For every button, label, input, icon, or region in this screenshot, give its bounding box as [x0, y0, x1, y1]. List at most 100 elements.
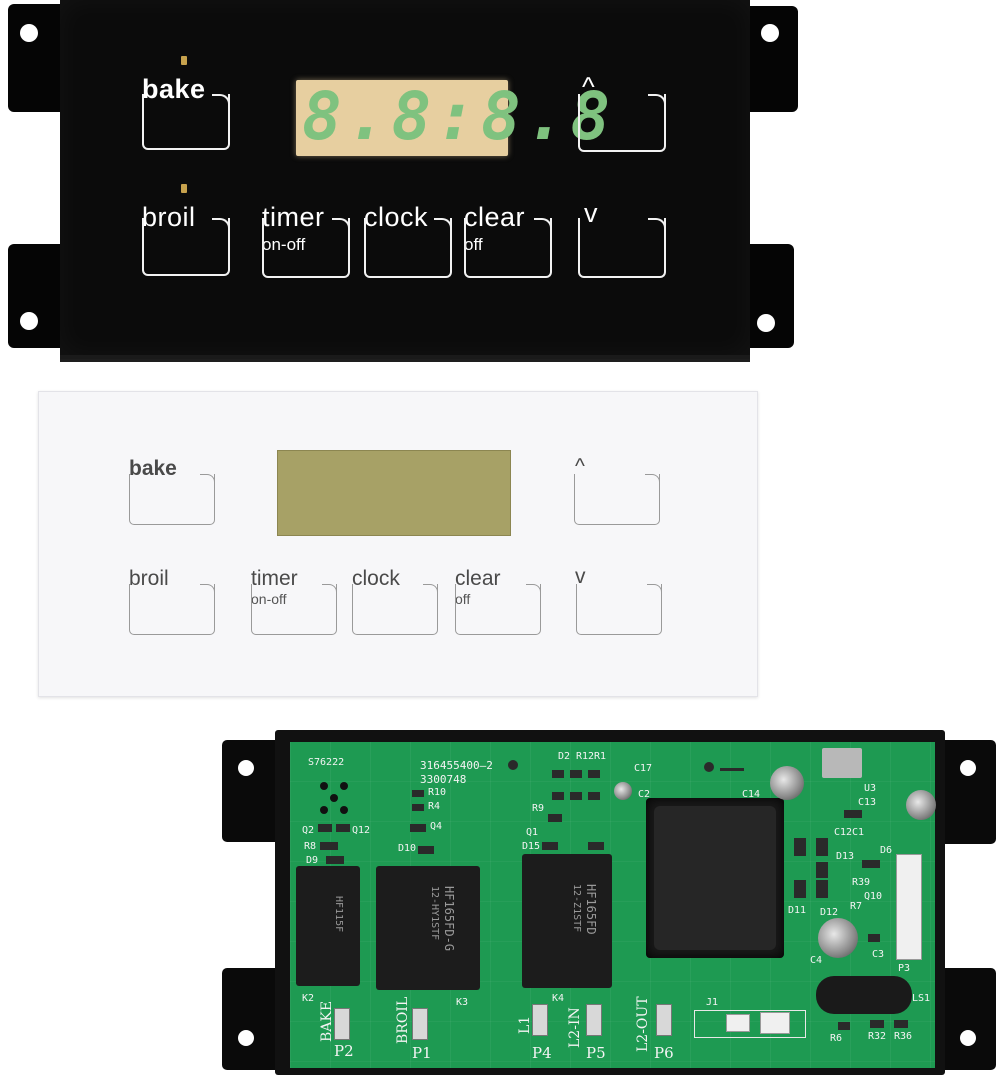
ref-r7: R7	[850, 901, 863, 912]
buzzer-grille	[318, 782, 354, 818]
ref-c17: C17	[634, 763, 653, 774]
terminal-l1[interactable]	[532, 1004, 548, 1036]
ref-c4: C4	[810, 955, 823, 966]
smd-component	[412, 790, 424, 797]
up-button[interactable]	[578, 94, 666, 152]
capacitor-c2	[614, 782, 632, 800]
overlay-up-button[interactable]	[574, 474, 660, 525]
overlay-broil-label: broil	[129, 567, 169, 590]
ref-q2: Q2	[302, 825, 315, 836]
ref-k2: K2	[302, 993, 315, 1004]
terminal-bake-label: BAKE	[319, 1000, 335, 1042]
connector-j1-outline	[694, 1010, 806, 1038]
smd-component	[588, 842, 604, 850]
smd-component	[868, 934, 880, 942]
overlay-timer-label: timer	[251, 567, 298, 590]
ref-r9: R9	[532, 803, 545, 814]
buzzer-ls1	[816, 976, 912, 1014]
pcb-board: S76222 316455400–2 3300748 Q2 Q12 R8 D9 …	[290, 742, 936, 1068]
smd-component	[862, 860, 880, 868]
ref-c3: C3	[872, 949, 885, 960]
down-arrow-label: v	[584, 198, 598, 228]
smd-component	[894, 1020, 908, 1028]
bake-label: bake	[142, 74, 206, 104]
ref-d6: D6	[880, 845, 893, 856]
ref-r6: R6	[830, 1033, 843, 1044]
terminal-broil-label: BROIL	[395, 996, 411, 1044]
ref-r39: R39	[852, 877, 871, 888]
smd-component	[552, 792, 564, 800]
smd-component	[410, 824, 426, 832]
smd-component	[336, 824, 350, 832]
smd-component	[838, 1022, 850, 1030]
smd-component	[542, 842, 558, 850]
timer-label: timer	[262, 202, 325, 232]
ref-d13: D13	[836, 851, 855, 862]
transformer	[646, 798, 784, 958]
ref-k3: K3	[456, 997, 469, 1008]
ref-q1: Q1	[526, 827, 539, 838]
smd-component	[320, 842, 338, 850]
smd-component	[326, 856, 344, 864]
ref-d10: D10	[398, 843, 417, 854]
via	[704, 762, 714, 772]
connector-j1	[726, 1014, 750, 1032]
terminal-bake[interactable]	[334, 1008, 350, 1040]
overlay-bake-button[interactable]	[129, 474, 215, 525]
smd-component	[816, 880, 828, 898]
terminal-l2in[interactable]	[586, 1004, 602, 1036]
mounting-hole	[960, 760, 976, 776]
terminal-l1-pin: P4	[532, 1044, 552, 1062]
ref-q12: Q12	[352, 825, 371, 836]
part-number: 316455400–2	[420, 759, 493, 772]
smd-component	[870, 1020, 884, 1028]
terminal-broil[interactable]	[412, 1008, 428, 1040]
smd-component	[418, 846, 434, 854]
bake-button[interactable]	[142, 94, 230, 150]
black-control-panel: bake 8.8:8.8 ^ broil timer on-off clock …	[60, 0, 750, 355]
smd-component	[794, 838, 806, 856]
ref-r36: R36	[894, 1031, 913, 1042]
ref-c13: C13	[858, 797, 877, 808]
clock-button[interactable]	[364, 218, 452, 278]
smd-component	[794, 880, 806, 898]
overlay-clear-button[interactable]	[455, 584, 541, 635]
ref-q4: Q4	[430, 821, 443, 832]
overlay-down-button[interactable]	[576, 584, 662, 635]
broil-label: broil	[142, 202, 196, 232]
overlay-timer-button[interactable]	[251, 584, 337, 635]
overlay-clock-button[interactable]	[352, 584, 438, 635]
relay-k3-model: HF165FD-G	[442, 886, 456, 952]
timer-sublabel: on-off	[262, 235, 306, 254]
smd-component	[570, 770, 582, 778]
terminal-l2out[interactable]	[656, 1004, 672, 1036]
clear-label: clear	[464, 202, 526, 232]
smd-component	[552, 770, 564, 778]
ref-u3: U3	[864, 783, 877, 794]
relay-k2: HF115F	[296, 866, 360, 986]
ref-r32: R32	[868, 1031, 887, 1042]
up-arrow-label: ^	[582, 72, 596, 102]
down-button[interactable]	[578, 218, 666, 278]
ref-d9: D9	[306, 855, 319, 866]
mounting-hole	[20, 312, 38, 330]
smd-component	[318, 824, 332, 832]
overlay-timer-sublabel: on-off	[251, 591, 287, 607]
relay-k2-model: HF115F	[333, 896, 344, 933]
ref-d15: D15	[522, 841, 541, 852]
ref-d12: D12	[820, 907, 839, 918]
broil-button[interactable]	[142, 218, 230, 276]
overlay-clock-label: clock	[352, 567, 400, 590]
capacitor-c4	[818, 918, 858, 958]
corner-code: S76222	[308, 757, 345, 768]
ref-p3: P3	[898, 963, 911, 974]
ref-c2: C2	[638, 789, 651, 800]
ref-j1: J1	[706, 997, 719, 1008]
broil-indicator-led	[181, 184, 187, 193]
relay-k4-subtext: 12-Z1STF	[571, 884, 582, 933]
timer-button[interactable]	[262, 218, 350, 278]
terminal-l2out-label: L2-OUT	[635, 996, 651, 1052]
overlay-broil-button[interactable]	[129, 584, 215, 635]
relay-k3: HF165FD-G 12-HY1STF	[376, 866, 480, 990]
clear-button[interactable]	[464, 218, 552, 278]
